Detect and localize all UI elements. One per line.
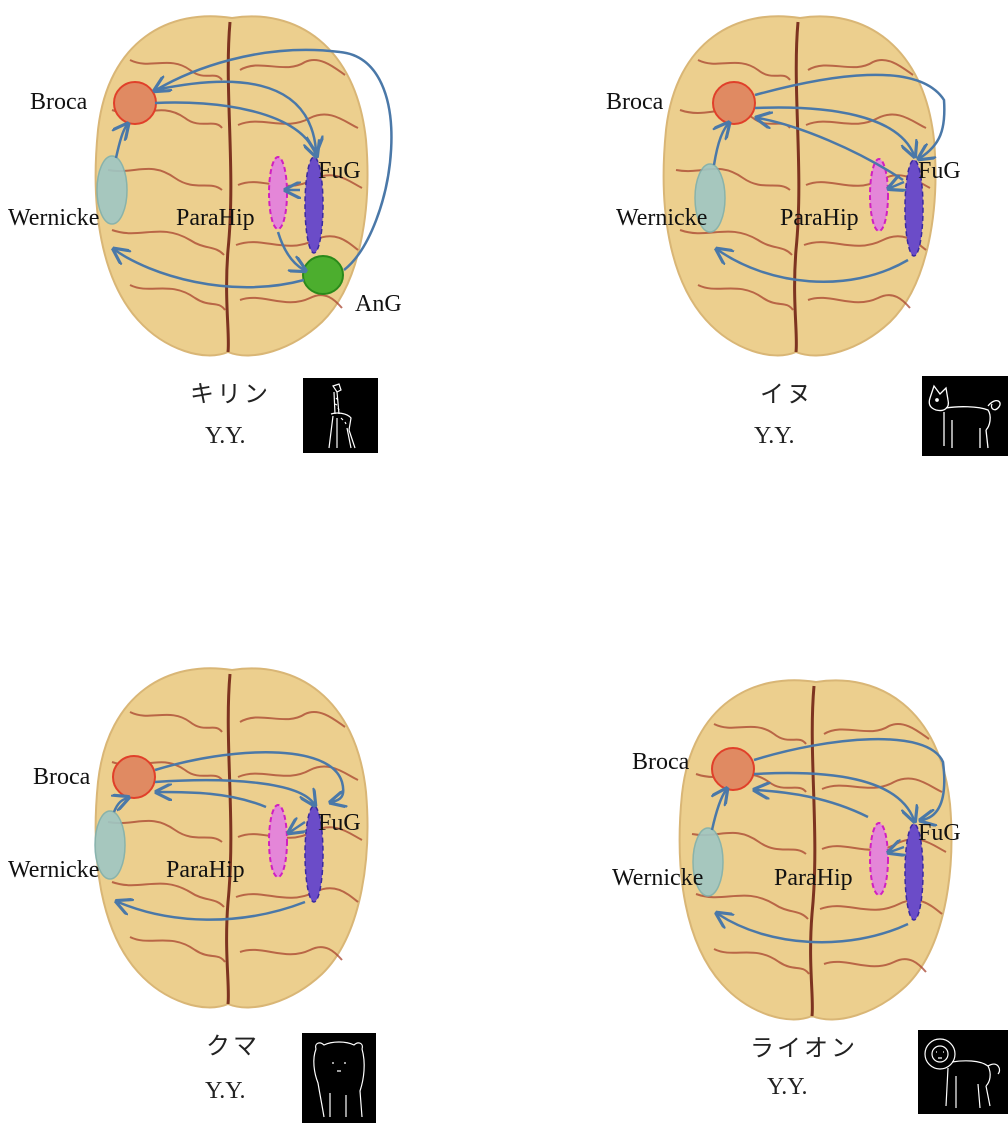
fug-region [904, 823, 924, 921]
subject-label: Y.Y. [205, 1078, 246, 1104]
broca-region [112, 755, 156, 799]
fug-region [304, 156, 324, 254]
broca-label: Broca [30, 89, 88, 115]
panel-kirin: Broca FuG Wernicke ParaHip AnG キリン Y.Y. [0, 0, 440, 453]
broca-label: Broca [606, 89, 664, 115]
fug-label: FuG [318, 158, 361, 184]
word-label: ライオン [750, 1034, 858, 1062]
wernicke-region [694, 163, 726, 233]
connection-arrows [714, 73, 946, 283]
parahip-region [869, 158, 889, 232]
wernicke-label: Wernicke [8, 205, 99, 231]
dog-sketch-icon [922, 376, 1008, 456]
panel-inu: Broca FuG Wernicke ParaHip イヌ Y.Y. [568, 0, 1008, 456]
lion-sketch-icon [918, 1030, 1008, 1114]
word-label: キリン [190, 380, 271, 408]
word-label: クマ [206, 1032, 260, 1060]
connection-arrows [114, 751, 343, 921]
parahip-region [869, 822, 889, 896]
fug-label: FuG [918, 158, 961, 184]
connection-arrows [115, 48, 393, 289]
parahip-label: ParaHip [176, 205, 255, 231]
brain-diagram: Broca FuG Wernicke ParaHip [612, 679, 961, 1021]
ang-region [302, 255, 344, 295]
subject-label: Y.Y. [767, 1074, 808, 1100]
parahip-label: ParaHip [780, 205, 859, 231]
word-label: イヌ [760, 380, 814, 408]
bear-sketch-icon [302, 1033, 376, 1123]
wernicke-region [94, 810, 126, 880]
panel-kuma: Broca FuG Wernicke ParaHip クマ Y.Y. [0, 652, 440, 1123]
broca-region [113, 81, 157, 125]
giraffe-sketch-icon [303, 378, 378, 453]
brain-image [94, 667, 369, 1009]
fug-region [304, 805, 324, 903]
fug-region [904, 159, 924, 257]
broca-region [712, 81, 756, 125]
brain-diagram: Broca FuG Wernicke ParaHip AnG [8, 15, 402, 357]
brain-image [94, 15, 369, 357]
broca-region [711, 747, 755, 791]
broca-label: Broca [33, 764, 91, 790]
connection-arrows [712, 737, 946, 944]
parahip-label: ParaHip [774, 865, 853, 891]
brain-diagram: Broca FuG Wernicke ParaHip [8, 667, 369, 1009]
wernicke-label: Wernicke [8, 857, 99, 883]
wernicke-region [692, 827, 724, 897]
parahip-region [268, 156, 288, 230]
fug-label: FuG [918, 820, 961, 846]
wernicke-label: Wernicke [612, 865, 703, 891]
broca-label: Broca [632, 749, 690, 775]
brain-diagram: Broca FuG Wernicke ParaHip [606, 15, 961, 357]
subject-label: Y.Y. [754, 423, 795, 449]
ang-label: AnG [355, 291, 402, 317]
fug-label: FuG [318, 810, 361, 836]
panel-raion: Broca FuG Wernicke ParaHip ライオン Y.Y. [568, 652, 1008, 1114]
parahip-region [268, 804, 288, 878]
wernicke-label: Wernicke [616, 205, 707, 231]
wernicke-region [96, 155, 128, 225]
subject-label: Y.Y. [205, 423, 246, 449]
parahip-label: ParaHip [166, 857, 245, 883]
